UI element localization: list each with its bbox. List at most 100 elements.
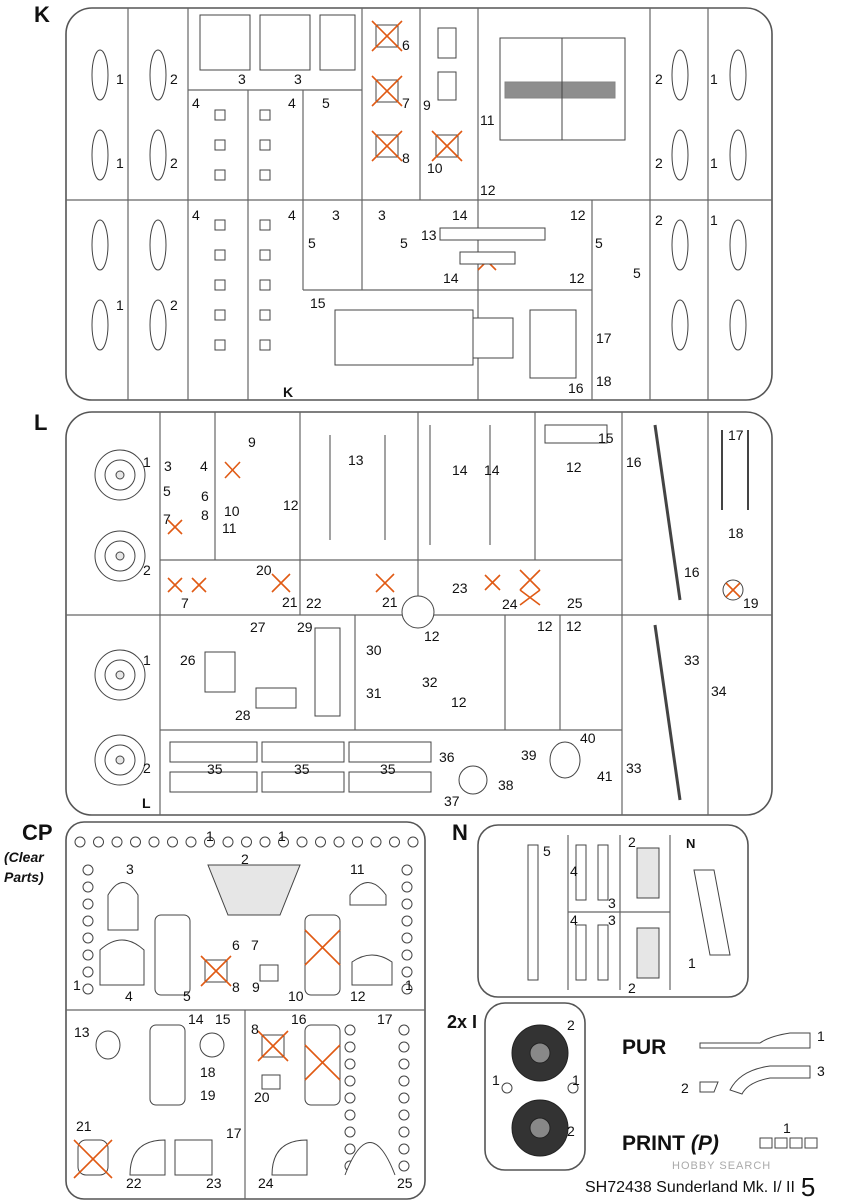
part-number: 7: [402, 95, 410, 111]
part-number: 29: [297, 619, 313, 635]
part-number: 6: [232, 937, 240, 953]
part-number: 2: [143, 760, 151, 776]
part-number: 4: [288, 95, 296, 111]
part-number: 40: [580, 730, 596, 746]
part-number: 23: [452, 580, 468, 596]
part-number: 5: [308, 235, 316, 251]
part-number: 16: [626, 454, 642, 470]
part-number: 12: [569, 270, 585, 286]
sprue-k-bombs: [91, 49, 747, 351]
part-number: 1: [116, 71, 124, 87]
sprue-k-racks: [199, 14, 356, 351]
part-number: 14: [484, 462, 500, 478]
part-number: 2: [143, 562, 151, 578]
part-number: 1: [710, 212, 718, 228]
part-number: 11: [350, 861, 365, 877]
part-number: 35: [207, 761, 223, 777]
part-number: 18: [200, 1064, 216, 1080]
part-number: 30: [366, 642, 382, 658]
part-number: 1: [116, 155, 124, 171]
sprue-l-wheels: [94, 449, 435, 786]
part-number: 20: [256, 562, 272, 578]
part-number: 38: [498, 777, 514, 793]
part-number: 3: [164, 458, 172, 474]
part-number: 5: [322, 95, 330, 111]
part-number: 3: [126, 861, 134, 877]
part-number: 17: [377, 1011, 393, 1027]
part-number: 33: [684, 652, 700, 668]
part-number: 2: [567, 1123, 575, 1139]
part-number: 12: [480, 182, 496, 198]
part-number: 31: [366, 685, 382, 701]
pur-parts: PUR 132: [622, 1028, 825, 1096]
part-number: 17: [596, 330, 612, 346]
sprue-cp: CP: [4, 820, 426, 1200]
sprue-l-letter: L: [34, 410, 47, 435]
part-number: 10: [427, 160, 443, 176]
part-number: 2: [628, 980, 636, 996]
part-number: 39: [521, 747, 537, 763]
sprue-k-letter: K: [34, 2, 50, 27]
part-number: 1: [405, 977, 413, 993]
part-number: 18: [728, 525, 744, 541]
part-number: 1: [143, 652, 151, 668]
part-number: 13: [74, 1024, 90, 1040]
part-number: 35: [294, 761, 310, 777]
part-number: 2: [655, 71, 663, 87]
part-number: 13: [421, 227, 437, 243]
part-number: 1: [817, 1028, 825, 1044]
part-number: 9: [252, 979, 260, 995]
sprue-k: K: [34, 2, 773, 401]
part-number: 11: [222, 520, 237, 536]
part-number: 33: [626, 760, 642, 776]
part-number: 9: [423, 97, 431, 113]
part-number: 1: [710, 155, 718, 171]
sprue-n-parts: [527, 844, 731, 981]
part-number: 28: [235, 707, 251, 723]
part-number: 12: [566, 459, 582, 475]
sprue-n-rails: [567, 835, 671, 990]
part-number: 4: [200, 458, 208, 474]
part-number: 19: [200, 1087, 216, 1103]
part-number: 36: [439, 749, 455, 765]
part-number: 24: [258, 1175, 274, 1191]
part-number: 17: [728, 427, 744, 443]
part-number: 22: [306, 595, 322, 611]
part-number: 2: [241, 851, 249, 867]
part-number: 6: [201, 488, 209, 504]
part-number: 18: [596, 373, 612, 389]
part-number: 3: [238, 71, 246, 87]
part-number: 2: [655, 155, 663, 171]
page-number: 5: [800, 1172, 816, 1202]
part-number: 1: [572, 1072, 580, 1088]
part-number: 24: [502, 596, 518, 612]
part-number: 4: [288, 207, 296, 223]
part-number: 14: [188, 1011, 204, 1027]
part-number: 26: [180, 652, 196, 668]
part-number: 19: [743, 595, 759, 611]
sprue-cp-canopies: [73, 864, 396, 1179]
part-number: 1: [783, 1120, 791, 1136]
sprue-l: L: [34, 410, 773, 816]
part-number: 11: [480, 112, 495, 128]
part-number: 2: [170, 155, 178, 171]
part-number: 12: [283, 497, 299, 513]
sprue-i-letter: 2x I: [447, 1012, 477, 1032]
part-number: 3: [608, 895, 616, 911]
part-number: 7: [251, 937, 259, 953]
part-number: 8: [402, 150, 410, 166]
sprue-k-rails: [66, 8, 772, 400]
part-number: 1: [710, 71, 718, 87]
part-number: 41: [597, 768, 613, 784]
part-number: 35: [380, 761, 396, 777]
part-number: 14: [443, 270, 459, 286]
part-number: 1: [116, 297, 124, 313]
part-number: 4: [125, 988, 133, 1004]
part-number: 7: [181, 595, 189, 611]
part-number: 5: [183, 988, 191, 1004]
part-number: 23: [206, 1175, 222, 1191]
